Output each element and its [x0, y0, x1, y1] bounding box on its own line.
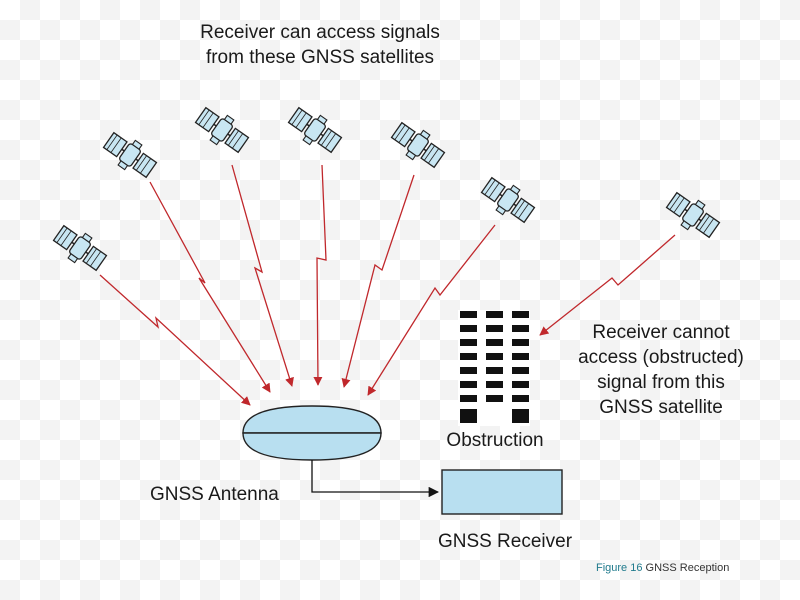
signal-line-1	[99, 274, 251, 406]
figure-title: GNSS Reception	[645, 562, 730, 574]
satellite-icon-4	[284, 102, 346, 158]
accessible-signals-caption: Receiver can access signals from these G…	[150, 20, 490, 70]
signal-line-2	[149, 181, 271, 393]
antenna-dish-icon	[242, 405, 382, 461]
signal-line-6	[367, 224, 496, 396]
receiver-label: GNSS Receiver	[437, 531, 573, 552]
signal-line-7-obstructed	[539, 234, 676, 336]
satellite-icon-6	[477, 172, 539, 228]
signal-line-4	[313, 164, 327, 386]
obstructed-caption-line-1: Receiver cannot	[592, 322, 730, 343]
satellite-icon-5	[387, 117, 449, 173]
obstructed-caption-line-3: signal from this	[597, 372, 725, 393]
antenna-receiver-connector	[311, 460, 440, 498]
antenna-label: GNSS Antenna	[150, 484, 279, 505]
obstruction-label: Obstruction	[446, 430, 544, 451]
signal-line-3	[231, 164, 294, 387]
satellite-icon-1	[49, 220, 111, 276]
obstructed-signal-caption: Receiver cannot access (obstructed) sign…	[556, 320, 766, 420]
building-icon	[458, 310, 530, 426]
receiver-box-icon	[441, 469, 563, 515]
obstructed-caption-line-4: GNSS satellite	[599, 397, 723, 418]
figure-number: Figure 16	[596, 562, 643, 574]
obstructed-caption-line-2: access (obstructed)	[578, 347, 744, 368]
accessible-caption-line-2: from these GNSS satellites	[205, 47, 435, 68]
accessible-caption-line-1: Receiver can access signals	[200, 22, 440, 43]
figure-caption: Figure 16 GNSS Reception	[596, 562, 729, 574]
signal-line-5	[341, 174, 415, 388]
satellite-icon-7	[662, 187, 724, 243]
satellite-icon-2	[99, 127, 161, 183]
satellite-icon-3	[191, 102, 253, 158]
